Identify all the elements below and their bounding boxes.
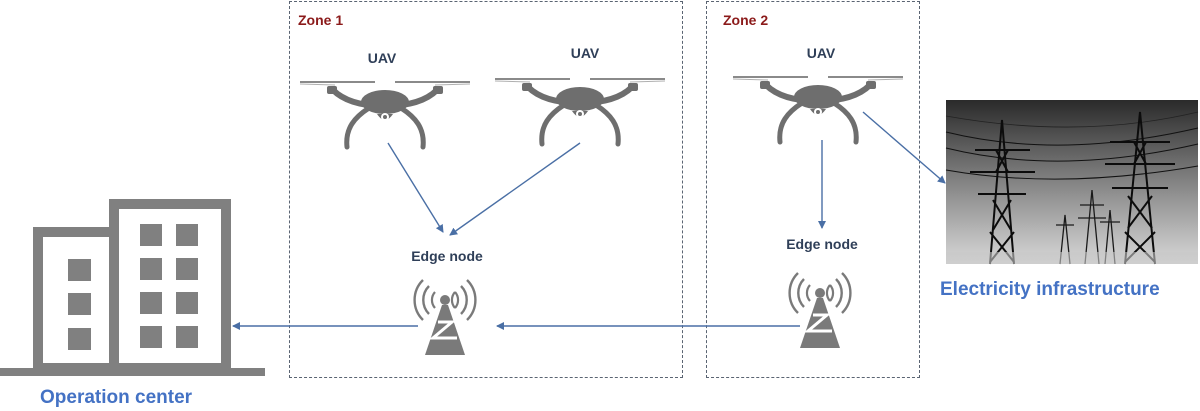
arrow-uav1-to-edge1 — [387, 142, 444, 233]
operation-center-label: Operation center — [40, 387, 193, 408]
uav-1-label: UAV — [367, 50, 397, 66]
arrow-uav3-to-infrastructure — [862, 111, 946, 184]
uav-1-icon — [300, 82, 470, 147]
edge-node-2-antenna-icon — [788, 271, 852, 350]
uav-2-icon — [495, 79, 665, 144]
edge-node-1-antenna-icon — [413, 278, 477, 357]
arrow-uav2-to-edge1 — [449, 142, 581, 236]
operation-center-building-icon — [0, 199, 265, 376]
zone-1-box — [289, 1, 683, 378]
edge-node-1-label: Edge node — [411, 248, 483, 264]
edge-node-2-label: Edge node — [786, 236, 858, 252]
zone-2-label: Zone 2 — [723, 12, 769, 28]
zone-1-label: Zone 1 — [298, 12, 344, 28]
electricity-infrastructure-photo — [945, 100, 1199, 265]
uav-3-icon — [733, 77, 903, 142]
zone-2-box — [706, 1, 920, 378]
uav-3-label: UAV — [806, 45, 836, 61]
electricity-infrastructure-label: Electricity infrastructure — [940, 279, 1160, 300]
uav-2-label: UAV — [570, 45, 600, 61]
